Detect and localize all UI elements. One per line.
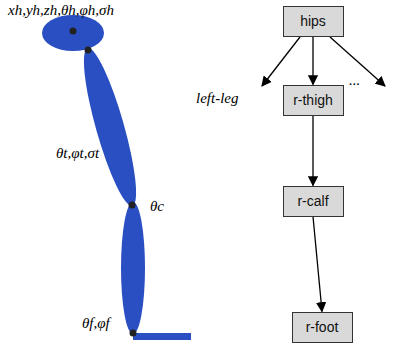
part-name: hips xyxy=(300,13,326,29)
calf-parameter: θc xyxy=(150,198,164,215)
part-box: r-foot xyxy=(292,312,353,343)
joint-dot xyxy=(70,28,77,35)
part-name: r-foot xyxy=(306,319,339,335)
part-box: r-thigh xyxy=(283,85,344,116)
tree-arrow xyxy=(312,116,313,186)
thigh-parameters: θt,φt,σt xyxy=(56,145,99,162)
branch-label: left-leg xyxy=(196,90,238,107)
hips-ellipse xyxy=(42,15,104,51)
foot-parameters: θf,φf xyxy=(82,315,110,332)
part-name: r-thigh xyxy=(293,92,333,108)
joint-dot xyxy=(85,47,92,54)
ellipsis: ... xyxy=(349,72,360,89)
thigh-ellipse xyxy=(74,44,146,209)
tree-arrow xyxy=(313,217,322,312)
part-box: r-calf xyxy=(283,186,344,217)
foot-bar xyxy=(133,333,191,340)
joint-dot xyxy=(130,330,137,337)
calf-ellipse xyxy=(121,202,145,334)
pose-parameters: xh,yh,zh,θh,φh,σh xyxy=(8,2,114,19)
joint-dot xyxy=(129,202,136,209)
part-box: hips xyxy=(283,6,344,37)
tree-arrow xyxy=(312,37,313,85)
part-name: r-calf xyxy=(297,193,328,209)
branch-arrow xyxy=(262,37,300,86)
